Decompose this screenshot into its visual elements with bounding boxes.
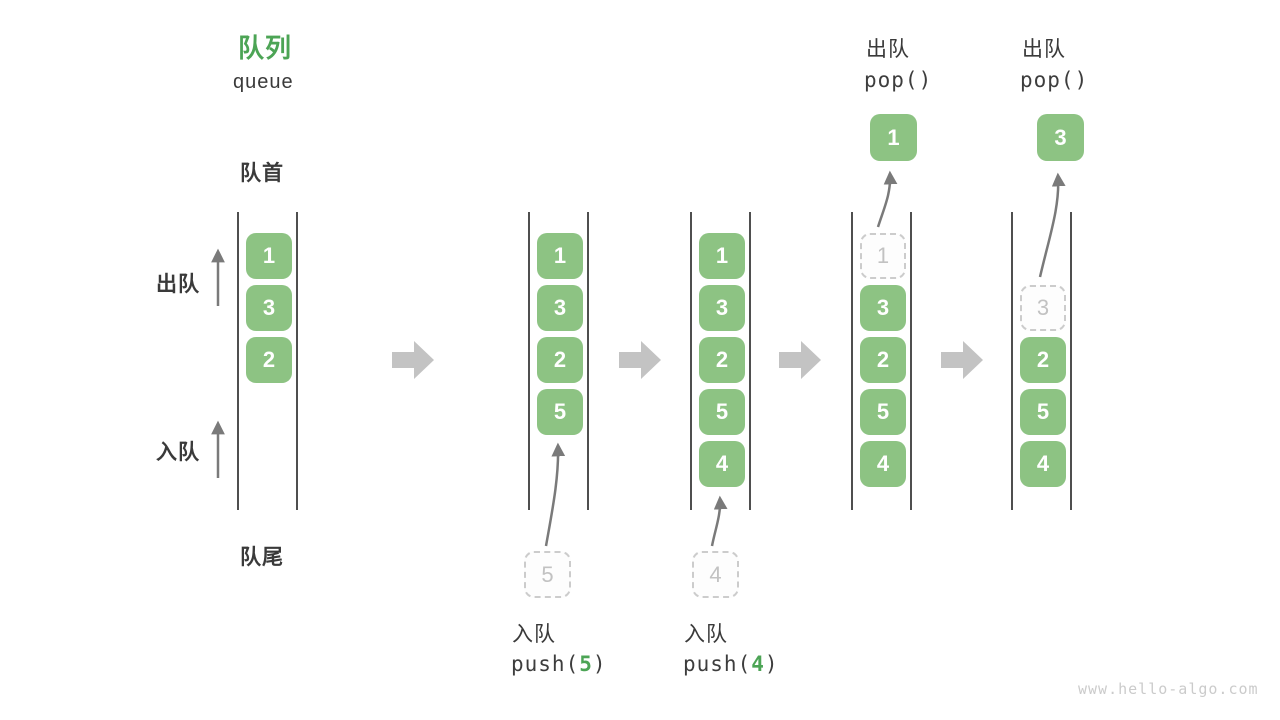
queue-cell: 1: [246, 233, 292, 279]
queue-cell: 4: [1020, 441, 1066, 487]
ghost-cell: 1: [860, 233, 906, 279]
queue-cell: 5: [1020, 389, 1066, 435]
state-transition-arrow-icon: [941, 341, 983, 379]
push5-code: push(5): [511, 652, 607, 676]
queue-cell: 5: [537, 389, 583, 435]
state-transition-arrow-icon: [619, 341, 661, 379]
code-arg: 4: [751, 652, 765, 676]
queue-cell: 2: [860, 337, 906, 383]
watermark: www.hello-algo.com: [1078, 680, 1259, 698]
queue-cell: 3: [537, 285, 583, 331]
pop1-label: 出队: [866, 38, 910, 61]
queue-cell: 4: [860, 441, 906, 487]
queue-column-2: 1 3 2 5: [528, 212, 589, 510]
state-transition-arrow-icon: [779, 341, 821, 379]
queue-cell: 4: [699, 441, 745, 487]
enqueue-side-label: 入队: [156, 441, 200, 464]
queue-cell: 3: [246, 285, 292, 331]
queue-cell: 2: [246, 337, 292, 383]
code-pre: push(: [511, 652, 580, 676]
queue-cell: 1: [699, 233, 745, 279]
push4-code: push(4): [683, 652, 779, 676]
code-post: ): [764, 652, 779, 676]
popped-value-cell: 3: [1037, 114, 1084, 161]
queue-column-1: 1 3 2: [237, 212, 298, 510]
pop1-code: pop(): [864, 68, 933, 92]
ghost-cell: 3: [1020, 285, 1066, 331]
queue-column-3: 1 3 2 5 4: [690, 212, 751, 510]
queue-column-4: 1 3 2 5 4: [851, 212, 912, 510]
push4-label: 入队: [684, 623, 728, 646]
diagram-title: 队列: [238, 33, 293, 63]
code-arg: 5: [579, 652, 593, 676]
queue-cell: 2: [1020, 337, 1066, 383]
push5-label: 入队: [512, 623, 556, 646]
queue-front-label: 队首: [240, 162, 284, 185]
code-pre: push(: [683, 652, 752, 676]
queue-cell: 3: [699, 285, 745, 331]
dequeue-side-label: 出队: [156, 273, 200, 296]
queue-cell: 5: [860, 389, 906, 435]
popped-value-cell: 1: [870, 114, 917, 161]
pop3-label: 出队: [1022, 38, 1066, 61]
queue-cell: 1: [537, 233, 583, 279]
queue-cell: 3: [860, 285, 906, 331]
queue-cell: 2: [537, 337, 583, 383]
diagram-subtitle: queue: [233, 71, 294, 93]
code-post: ): [592, 652, 607, 676]
pop3-code: pop(): [1020, 68, 1089, 92]
queue-cell: 2: [699, 337, 745, 383]
queue-rear-label: 队尾: [240, 546, 284, 569]
staged-value-cell: 4: [692, 551, 739, 598]
state-transition-arrow-icon: [392, 341, 434, 379]
queue-cell: 5: [699, 389, 745, 435]
queue-column-5: 3 2 5 4: [1011, 212, 1072, 510]
staged-value-cell: 5: [524, 551, 571, 598]
